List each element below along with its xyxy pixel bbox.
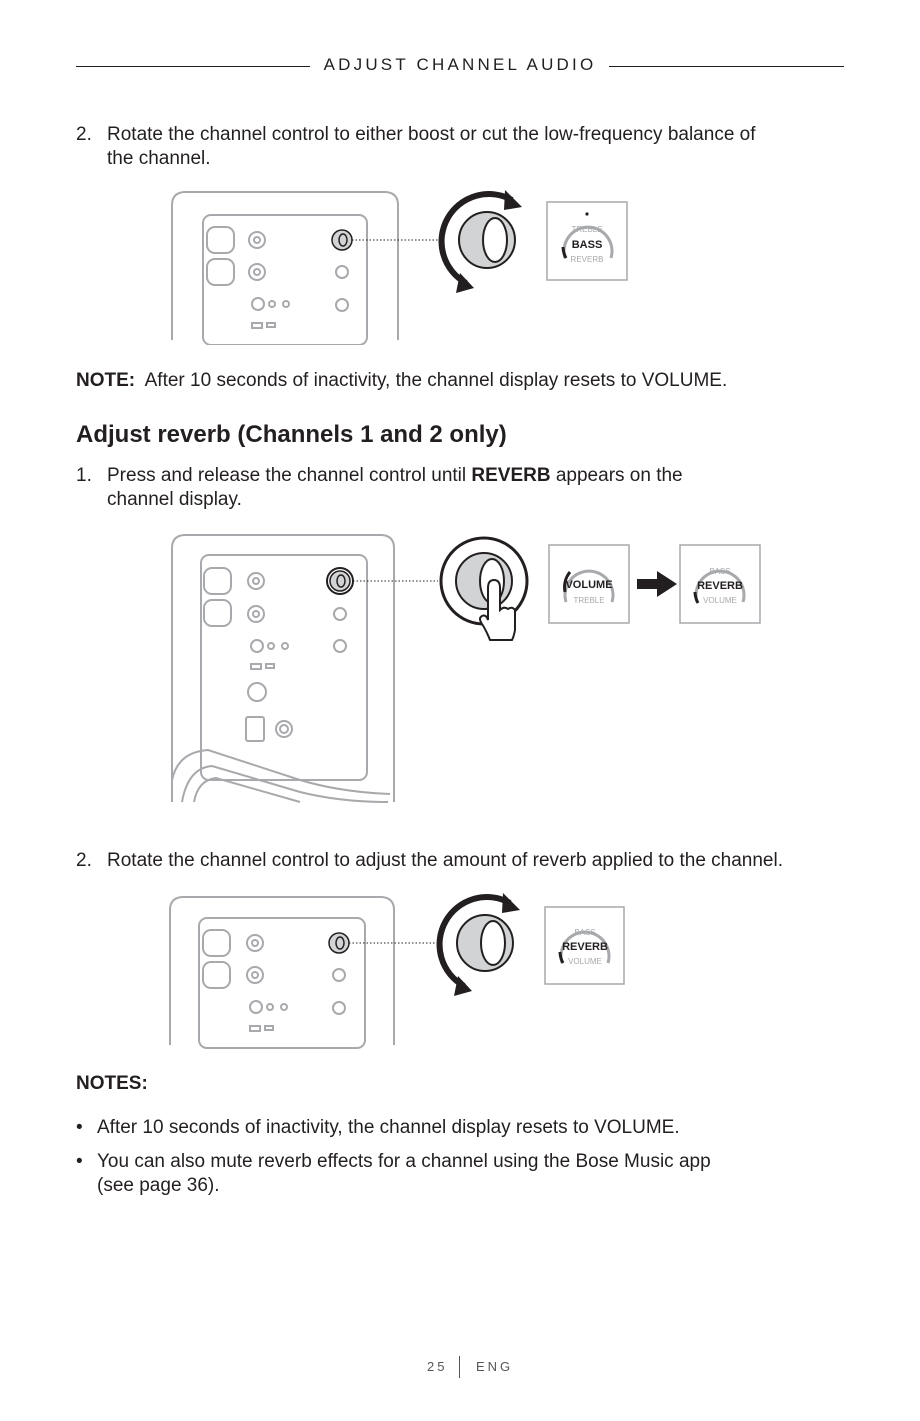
- notes-label-text: NOTES:: [76, 1073, 148, 1094]
- display-top-label: BASS: [709, 567, 730, 576]
- knob-small-highlight: [331, 229, 353, 251]
- step-text-line1: Press and release the channel control un…: [107, 464, 683, 488]
- speaker-side-illustration: [171, 534, 395, 803]
- step-text-bold: REVERB: [471, 465, 551, 486]
- page-number: 25: [427, 1359, 448, 1374]
- knob-small-highlight: [326, 567, 354, 595]
- rotate-knob-icon: [438, 190, 522, 293]
- step-number: 2.: [76, 124, 92, 145]
- step-text-line2: channel display.: [107, 489, 242, 510]
- speaker-panel-illustration: [169, 896, 395, 1049]
- display-bottom-label: VOLUME: [568, 957, 602, 966]
- header-rule-right: [609, 66, 844, 67]
- display-selected-label: REVERB: [562, 941, 608, 953]
- bullet-dot: •: [76, 1151, 83, 1172]
- step-text-post: appears on the: [550, 465, 683, 486]
- channel-display-reverb: BASS REVERB VOLUME: [544, 906, 625, 985]
- footer-separator: [459, 1356, 460, 1378]
- figure-rotate-reverb: BASS REVERB VOLUME: [169, 893, 625, 1049]
- step-number: 1.: [76, 465, 92, 486]
- display-selected-label: REVERB: [697, 580, 743, 592]
- step-text-line1: Rotate the channel control to either boo…: [107, 124, 756, 145]
- bullet-text: After 10 seconds of inactivity, the chan…: [97, 1117, 680, 1138]
- arrow-right-icon: [637, 571, 677, 597]
- pointing-hand-icon: [479, 578, 516, 641]
- figure-rotate-bass: TREBLE BASS REVERB: [171, 190, 628, 345]
- display-selected-label: VOLUME: [565, 579, 612, 591]
- display-bottom-label: TREBLE: [573, 596, 604, 605]
- note-label: NOTE:: [76, 370, 136, 391]
- section-heading-reverb: Adjust reverb (Channels 1 and 2 only): [76, 421, 507, 448]
- step-text-line2: the channel.: [107, 148, 211, 169]
- channel-display-bass: TREBLE BASS REVERB: [546, 201, 628, 281]
- step-text-pre: Press and release the channel control un…: [107, 465, 472, 486]
- notes-label: NOTES:: [76, 1072, 148, 1096]
- bullet-dot: •: [76, 1117, 83, 1138]
- display-top-label: BASS: [574, 928, 595, 937]
- channel-display-reverb: BASS REVERB VOLUME: [679, 544, 761, 624]
- display-bottom-label: REVERB: [571, 255, 604, 264]
- note-inactivity: NOTE: After 10 seconds of inactivity, th…: [76, 369, 727, 393]
- bullet-text-line2: (see page 36).: [97, 1175, 220, 1196]
- rotate-knob-icon: [436, 893, 520, 996]
- figure-press-reverb: VOLUME TREBLE BASS REVERB VOLUME: [171, 534, 761, 803]
- display-bottom-label: VOLUME: [703, 596, 737, 605]
- page-header-title: ADJUST CHANNEL AUDIO: [323, 55, 597, 74]
- knob-small-highlight: [328, 932, 350, 954]
- display-top-label: TREBLE: [571, 225, 602, 234]
- language-code: ENG: [476, 1359, 514, 1374]
- step-text: Rotate the channel control to adjust the…: [107, 850, 784, 871]
- bullet-text-line1: You can also mute reverb effects for a c…: [97, 1151, 711, 1172]
- note-text: After 10 seconds of inactivity, the chan…: [144, 370, 728, 391]
- channel-display-volume: VOLUME TREBLE: [548, 544, 630, 624]
- step-number: 2.: [76, 850, 92, 871]
- header-rule-left: [76, 66, 310, 67]
- display-selected-label: BASS: [572, 239, 603, 251]
- speaker-panel-illustration: [171, 191, 399, 345]
